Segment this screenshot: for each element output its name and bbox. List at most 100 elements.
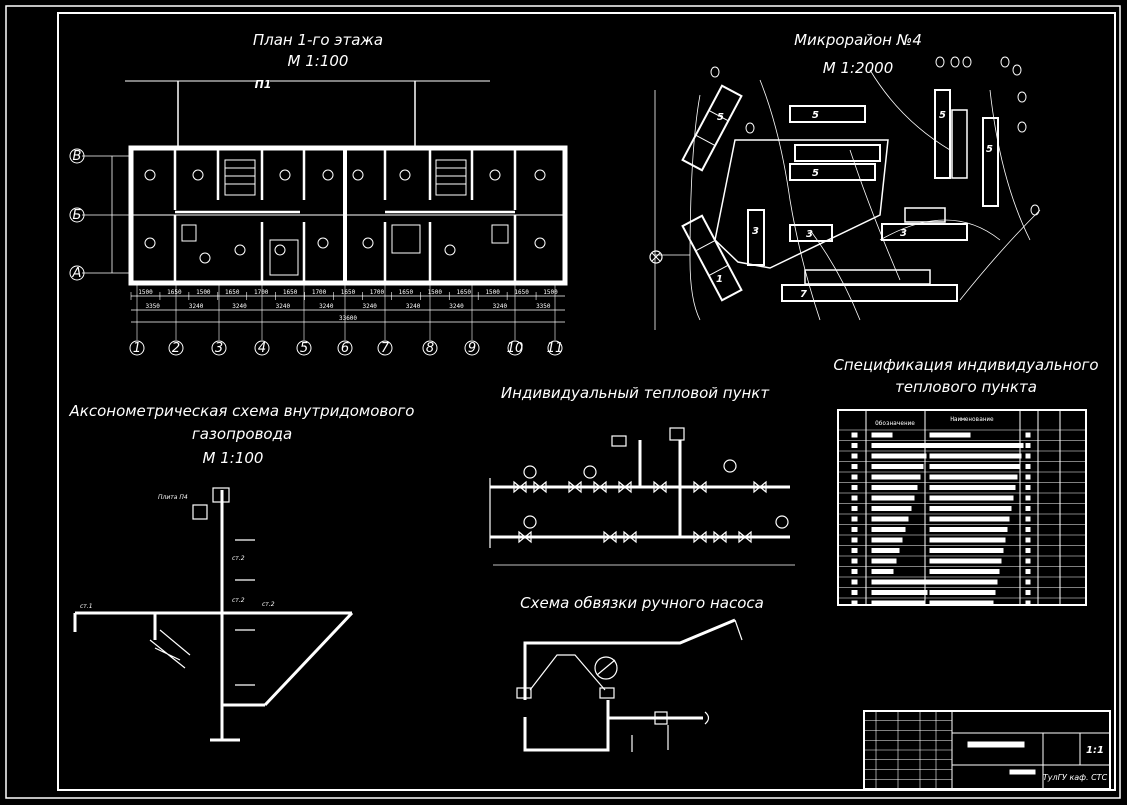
chain-dimension: 1700 xyxy=(312,289,327,296)
spec-row-name-mark xyxy=(929,443,1024,448)
chain-dimension: 1500 xyxy=(196,289,211,296)
spec-row-qty-mark xyxy=(1025,590,1031,595)
axonometric-title-line1: Аксонометрическая схема внутридомового xyxy=(69,402,415,420)
column-axis-bubble xyxy=(422,340,438,356)
spec-row-name-mark xyxy=(929,485,1016,490)
microdistrict-buildings: 5 5 5 5 5 3 3 3 1 7 xyxy=(681,84,999,302)
axonometric-scale: М 1:100 xyxy=(203,449,264,467)
title-block-name-mark xyxy=(967,741,1025,748)
row-axes: В Б А xyxy=(69,148,131,281)
spec-row-index-mark xyxy=(851,537,858,543)
spec-row-index-mark xyxy=(851,558,858,564)
spec-row-designation-mark xyxy=(871,516,909,522)
axis-dimension: 3240 xyxy=(362,303,377,310)
column-axis-label: 1 xyxy=(133,341,141,356)
spec-row-designation-mark xyxy=(871,506,912,511)
spec-header-name: Наименование xyxy=(950,416,994,423)
axis-dimension: 3240 xyxy=(276,303,291,310)
spec-row-qty-mark xyxy=(1025,464,1031,469)
column-axis-bubble xyxy=(377,340,393,356)
spec-row-index-mark xyxy=(851,485,858,490)
pump-scheme: Схема обвязки ручного насоса xyxy=(516,594,764,752)
spec-row-designation-mark xyxy=(871,579,931,585)
spec-row-qty-mark xyxy=(1025,485,1031,490)
riser-label: ст.2 xyxy=(232,555,245,562)
column-axis-bubble xyxy=(168,340,184,356)
row-axis-label: Б xyxy=(73,208,82,223)
building-number: 3 xyxy=(752,226,759,237)
spec-title-line1: Спецификация индивидуального xyxy=(833,356,1098,374)
spec-row-name-mark xyxy=(929,432,971,438)
spec-row-designation-mark xyxy=(871,537,903,543)
column-axis-label: 10 xyxy=(507,341,524,356)
outer-frame xyxy=(5,5,1121,799)
spec-row-index-mark xyxy=(851,432,858,438)
chain-dimension: 1500 xyxy=(485,289,500,296)
column-axis-bubble xyxy=(211,340,227,356)
building-number: 5 xyxy=(986,144,993,155)
column-axis-label: 3 xyxy=(215,341,223,356)
overall-dimension: 33600 xyxy=(339,315,357,322)
spec-row-designation-mark xyxy=(871,453,927,459)
valve-symbol xyxy=(513,480,527,494)
valve-symbol xyxy=(518,530,532,544)
room-tags xyxy=(144,169,546,264)
spec-row-index-mark xyxy=(851,579,858,585)
column-axis-label: 9 xyxy=(468,341,476,356)
spec-row-name-mark xyxy=(929,579,998,585)
column-axis-bubble xyxy=(337,340,353,356)
spec-row-name-mark xyxy=(929,548,1004,553)
spec-row-designation-mark xyxy=(871,548,900,553)
axis-dimension: 3240 xyxy=(319,303,334,310)
spec-row-qty-mark xyxy=(1025,527,1031,532)
spec-row-qty-mark xyxy=(1025,569,1031,574)
spec-row-name-mark xyxy=(929,495,1014,501)
building-number: 5 xyxy=(939,110,946,121)
column-axis-label: 5 xyxy=(300,341,308,356)
spec-row-designation-mark xyxy=(871,432,893,438)
spec-row-index-mark xyxy=(851,495,858,501)
spec-row-name-mark xyxy=(929,516,1010,522)
spec-row-qty-mark xyxy=(1025,453,1031,459)
spec-row-name-mark xyxy=(929,590,996,595)
riser-label: ст.2 xyxy=(232,597,245,604)
chain-dimension: 1650 xyxy=(514,289,529,296)
spec-row-index-mark xyxy=(851,474,858,480)
chain-dimension: 1500 xyxy=(543,289,558,296)
column-axis-bubble xyxy=(507,340,523,356)
spec-header-designation: Обозначение xyxy=(875,420,915,427)
spec-row-designation-mark xyxy=(871,443,930,448)
axis-dimension: 3240 xyxy=(406,303,421,310)
inner-frame xyxy=(57,12,1116,791)
spec-row-index-mark xyxy=(851,443,858,448)
valve-symbol xyxy=(753,480,767,494)
building-number: 3 xyxy=(806,229,813,240)
axonometric-gas-scheme: Аксонометрическая схема внутридомового г… xyxy=(69,402,415,742)
chain-dimension: 1650 xyxy=(167,289,182,296)
column-axis-bubble xyxy=(296,340,312,356)
column-axis-label: 8 xyxy=(426,341,434,356)
spec-row-designation-mark xyxy=(871,485,918,490)
valve-symbol xyxy=(693,480,707,494)
row-axis-label: В xyxy=(73,149,82,164)
axis-dimension: 3350 xyxy=(536,303,551,310)
spec-row-index-mark xyxy=(851,527,858,532)
spec-row-name-mark xyxy=(929,527,1008,532)
spec-row-designation-mark xyxy=(871,527,906,532)
valve-symbol xyxy=(618,480,632,494)
chain-dimension: 1500 xyxy=(428,289,443,296)
spec-row-qty-mark xyxy=(1025,432,1031,438)
floor-plan: План 1-го этажа М 1:100 П1 xyxy=(69,31,568,356)
spec-row-designation-mark xyxy=(871,464,924,469)
column-axis-label: 7 xyxy=(381,341,390,356)
spec-row-qty-mark xyxy=(1025,495,1031,501)
title-block: 1:1 ТулГУ каф. СТС xyxy=(863,710,1111,790)
chain-dimension: 1650 xyxy=(225,289,240,296)
spec-row-index-mark xyxy=(851,600,858,606)
column-axis-bubble xyxy=(464,340,480,356)
floor-plan-scale: М 1:100 xyxy=(288,52,349,70)
column-axis-label: 4 xyxy=(258,341,266,356)
spec-row-name-mark xyxy=(929,453,1022,459)
chain-dimension: 1700 xyxy=(254,289,269,296)
